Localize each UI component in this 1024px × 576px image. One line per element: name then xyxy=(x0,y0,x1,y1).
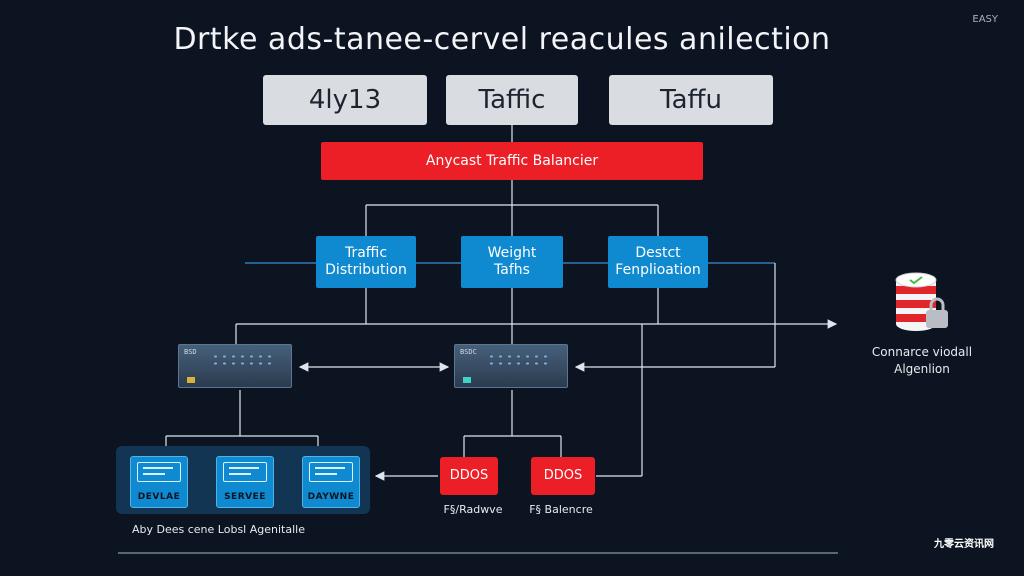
server-label: DAYWNE xyxy=(307,492,355,502)
traffic-distribution-box: Traffic Distribution xyxy=(316,236,416,288)
corner-label: EASY xyxy=(972,14,998,25)
router-ports-icon xyxy=(487,353,553,367)
box-line-1: Weight xyxy=(487,245,537,261)
server-label: DEVLAE xyxy=(137,492,181,502)
server-card-3: DAYWNE xyxy=(302,456,360,508)
top-box-2: Taffic xyxy=(446,75,578,125)
router-label: BSD xyxy=(184,348,197,356)
router-left: BSD xyxy=(178,344,292,388)
database-lock-icon xyxy=(895,272,948,331)
ddos-box-2: DDOS xyxy=(531,457,595,495)
router-ports-icon xyxy=(211,353,277,367)
router-label: BSDC xyxy=(460,348,477,356)
box-line-2: Tafhs xyxy=(494,262,530,278)
database-caption-line-2: Algenlion xyxy=(894,362,950,376)
page-title: Drtke ads-tanee-cervel reacules anilecti… xyxy=(173,22,831,57)
server-screen-icon xyxy=(223,462,267,482)
top-box-3: Taffu xyxy=(609,75,773,125)
router-tag-icon xyxy=(187,377,195,383)
database-caption-line-1: Connarce viodall xyxy=(871,345,973,359)
server-card-1: DEVLAE xyxy=(130,456,188,508)
box-line-1: Traffic xyxy=(344,245,388,261)
database-caption: Connarce viodall Algenlion xyxy=(862,344,982,378)
detect-box: Destct Fenplioation xyxy=(608,236,708,288)
server-card-2: SERVEE xyxy=(216,456,274,508)
server-screen-icon xyxy=(137,462,181,482)
ddos-caption-2: F§ Balencre xyxy=(529,503,593,516)
router-tag-icon xyxy=(463,377,471,383)
anycast-balancer-bar: Anycast Traffic Balancier xyxy=(321,142,703,180)
watermark: 九零云资讯网 xyxy=(934,539,994,550)
server-label: SERVEE xyxy=(224,492,266,502)
ddos-caption-1: F§/Radwve xyxy=(443,503,503,516)
box-line-1: Destct xyxy=(635,245,681,261)
top-box-1: 4ly13 xyxy=(263,75,427,125)
server-caption: Aby Dees cene Lobsl Agenitalle xyxy=(132,523,305,536)
ddos-box-1: DDOS xyxy=(440,457,498,495)
weight-box: Weight Tafhs xyxy=(461,236,563,288)
server-screen-icon xyxy=(309,462,353,482)
router-right: BSDC xyxy=(454,344,568,388)
box-line-2: Fenplioation xyxy=(615,262,701,278)
box-line-2: Distribution xyxy=(325,262,407,278)
